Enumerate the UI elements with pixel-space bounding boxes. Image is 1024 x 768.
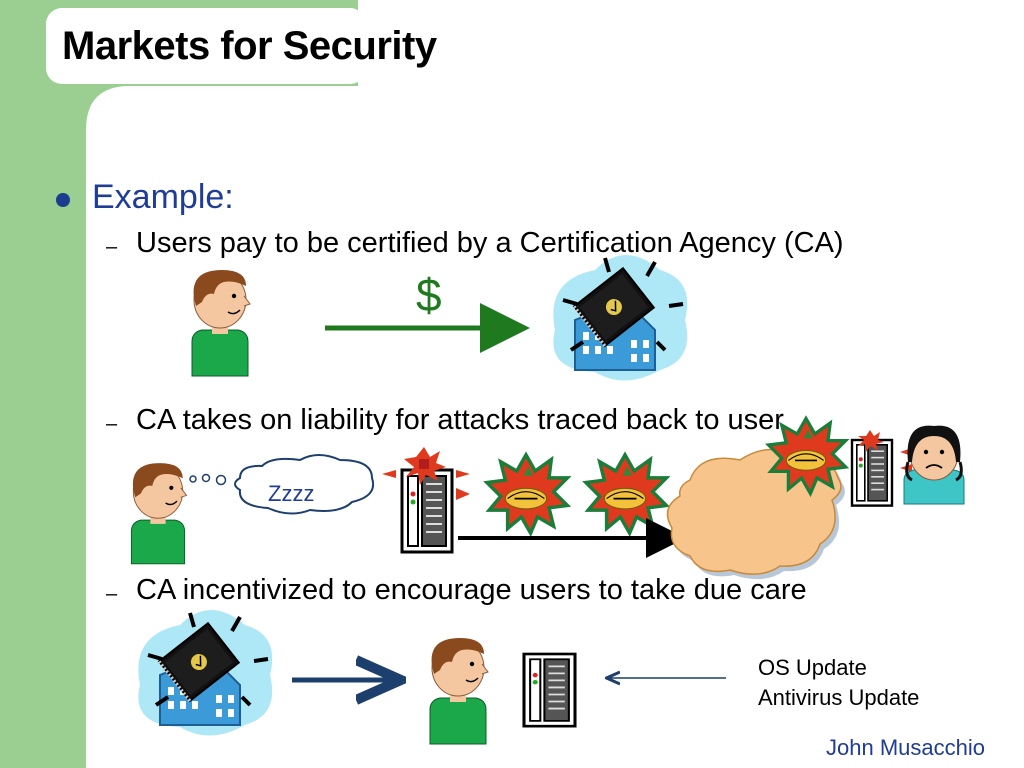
ca-building-icon bbox=[551, 253, 690, 383]
user-server-icon bbox=[522, 652, 577, 728]
sleeping-user-icon bbox=[130, 462, 188, 565]
upset-victim-icon bbox=[903, 425, 965, 505]
slide-title: Markets for Security bbox=[62, 24, 437, 68]
sub-item-incentive: CA incentivized to encourage users to ta… bbox=[136, 574, 807, 606]
os-update-label: OS Update bbox=[758, 655, 867, 680]
careful-user-icon bbox=[429, 637, 489, 745]
author-name: John Musacchio bbox=[826, 735, 985, 760]
example-heading: Example: bbox=[92, 178, 234, 216]
sub-item-certification: Users pay to be certified by a Certifica… bbox=[136, 227, 844, 259]
attack-virus-icon bbox=[584, 453, 669, 535]
attack-virus-icon bbox=[485, 453, 570, 535]
antivirus-update-label: Antivirus Update bbox=[758, 685, 920, 710]
attacked-server-icon bbox=[400, 468, 454, 554]
alarm-rays bbox=[382, 470, 470, 500]
dash-1: – bbox=[106, 236, 118, 258]
user-icon bbox=[191, 269, 251, 377]
sub-item-liability: CA takes on liability for attacks traced… bbox=[136, 404, 784, 436]
sleep-text: Zzzz bbox=[268, 481, 315, 506]
dollar-sign: $ bbox=[416, 269, 442, 321]
bullet-dot bbox=[56, 193, 70, 207]
thought-bubble bbox=[234, 454, 374, 515]
victim-server-icon bbox=[850, 438, 894, 507]
ca-building-icon-2 bbox=[136, 608, 275, 738]
dash-3: – bbox=[106, 583, 118, 605]
server-alarm-icon bbox=[404, 447, 446, 485]
dash-2: – bbox=[106, 413, 118, 435]
